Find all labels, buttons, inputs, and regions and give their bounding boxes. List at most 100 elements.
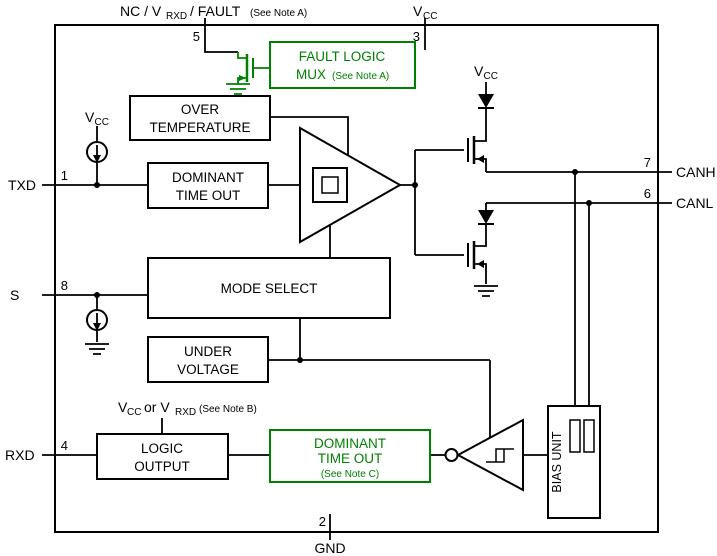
block-outline	[269, 429, 431, 483]
block-label: MUX	[296, 67, 326, 82]
pin-label-txd: TXD	[8, 177, 36, 193]
low-side-driver	[467, 210, 498, 297]
pin-label-gnd: GND	[314, 540, 345, 556]
block-outline	[147, 162, 269, 209]
block-label: OUTPUT	[134, 459, 190, 474]
block-bias-unit: BIAS UNIT	[547, 405, 601, 519]
fet-drain	[474, 241, 487, 247]
block-under-voltage: UNDER VOLTAGE	[147, 336, 269, 383]
block-outline	[147, 336, 269, 383]
receiver-comparator	[444, 418, 524, 492]
block-outline	[269, 41, 416, 89]
vcc-label: V	[474, 63, 484, 79]
block-label: UNDER	[184, 344, 232, 359]
pin-label-vcc: V CC	[413, 3, 437, 22]
block-mode-select: MODE SELECT	[147, 257, 391, 319]
current-source-txd: V CC	[85, 109, 109, 163]
arrow-down-icon	[93, 155, 101, 163]
block-logic-output: LOGIC OUTPUT	[96, 433, 229, 480]
pin-label-canl: CANL	[676, 195, 714, 211]
block-outline	[129, 95, 271, 141]
driver-amplifier	[299, 126, 403, 244]
pin-label-rxd: RXD	[5, 447, 35, 463]
pin-label-canh: CANH	[676, 164, 716, 180]
fet-drain	[474, 136, 487, 142]
pin-label-nc-vrxd-fault: NC / V RXD / FAULT (See Note A)	[120, 3, 307, 22]
pin-number-2: 2	[319, 514, 326, 529]
wire-undervoltage-net	[268, 318, 491, 438]
pin-number-3: 3	[413, 29, 420, 44]
amplifier-triangle-icon	[299, 126, 403, 244]
block-label: TEMPERATURE	[149, 120, 250, 135]
pin-number-6: 6	[644, 186, 651, 201]
pin-number-4: 4	[61, 438, 68, 453]
block-note: (See Note A)	[332, 71, 389, 82]
pin-number-5: 5	[193, 29, 200, 44]
pin-number-7: 7	[644, 155, 651, 170]
junction-dot	[586, 200, 592, 206]
wire-driver-output	[400, 149, 464, 256]
supply-label-part: V	[118, 399, 128, 415]
resistor-icon	[583, 419, 595, 453]
arrow-down-icon	[93, 323, 101, 331]
ground-icon	[226, 83, 250, 95]
inverter-bubble-icon	[444, 448, 459, 462]
pin-label-subscript: CC	[423, 11, 437, 22]
wire-overtemp-to-driver	[270, 116, 349, 155]
pin-label-note: (See Note A)	[250, 8, 307, 19]
diode-icon	[478, 210, 494, 224]
block-label: TIME OUT	[318, 451, 383, 466]
block-label: TIME OUT	[176, 188, 241, 203]
fet-arrow-icon	[477, 155, 484, 163]
junction-dot	[572, 169, 578, 175]
ground-icon	[474, 285, 498, 297]
pin-label-part: / FAULT	[190, 3, 241, 19]
hysteresis-icon	[486, 448, 514, 463]
block-label: BIAS UNIT	[550, 431, 564, 492]
fet-arrow-icon	[477, 260, 484, 268]
junction-dot	[412, 182, 418, 188]
supply-label-subscript: RXD	[175, 407, 196, 418]
pin-label-part: V	[413, 3, 423, 19]
pin-label-s: S	[10, 287, 19, 303]
driver-stage-inner-box	[321, 176, 339, 194]
junction-dot	[297, 357, 303, 363]
block-label: VOLTAGE	[177, 362, 239, 377]
wire-pin5	[204, 18, 238, 53]
fet-arrow-icon	[239, 75, 246, 81]
ground-icon	[85, 343, 109, 355]
junction-dot	[94, 182, 100, 188]
pin-label-subscript: RXD	[166, 11, 187, 22]
high-side-driver: V CC	[467, 63, 498, 172]
pin-number-8: 8	[61, 278, 68, 293]
block-label: OVER	[181, 102, 220, 117]
block-label: LOGIC	[141, 441, 183, 456]
diode-icon	[478, 94, 494, 108]
logic-output-supply-label: V CC or V RXD (See Note B)	[118, 399, 257, 418]
block-label: FAULT LOGIC	[299, 49, 386, 64]
block-over-temperature: OVER TEMPERATURE	[129, 95, 271, 141]
pin-number-1: 1	[61, 168, 68, 183]
resistor-icon	[569, 419, 581, 453]
block-dominant-time-out: DOMINANT TIME OUT	[147, 162, 269, 209]
block-note: (See Note C)	[321, 469, 379, 480]
fault-mux-transistor	[226, 52, 270, 95]
supply-label-part: or V	[144, 399, 170, 415]
supply-label-note: (See Note B)	[199, 404, 257, 415]
vcc-subscript: CC	[95, 117, 109, 128]
supply-label-subscript: CC	[127, 407, 141, 418]
vcc-label: V	[85, 109, 95, 125]
block-outline	[147, 257, 391, 319]
block-label: DOMINANT	[314, 436, 386, 451]
comparator-triangle-icon	[455, 418, 524, 492]
fet-drain	[237, 52, 247, 59]
junction-dot	[94, 292, 100, 298]
block-outline	[96, 433, 229, 480]
block-label: DOMINANT	[172, 170, 244, 185]
current-source-s	[85, 309, 109, 355]
block-fault-logic-mux: FAULT LOGIC MUX (See Note A)	[269, 41, 416, 89]
vcc-subscript: CC	[484, 71, 498, 82]
block-label: MODE SELECT	[221, 281, 318, 296]
